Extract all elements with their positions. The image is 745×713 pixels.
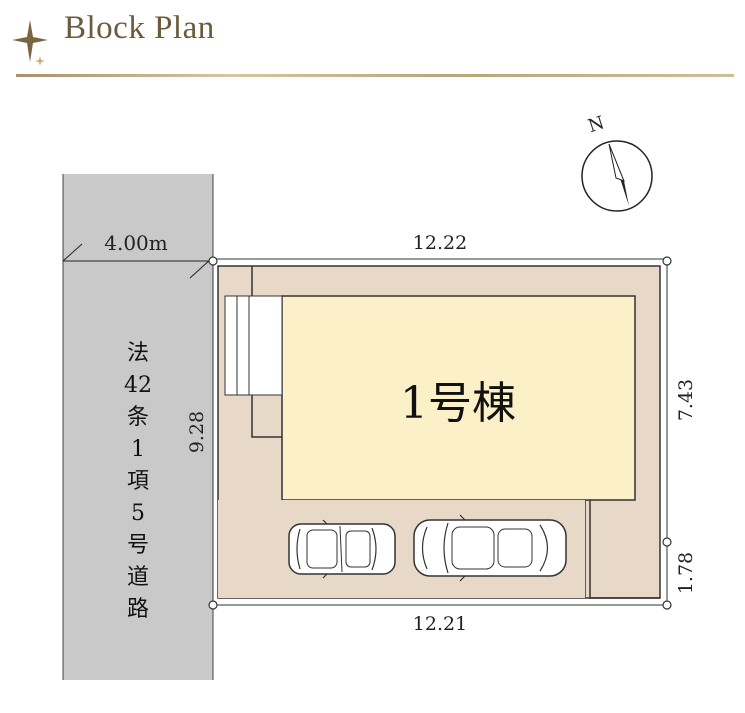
header: Block Plan <box>0 0 745 80</box>
compass-icon: N <box>581 112 653 212</box>
road-label-char: 1 <box>131 437 145 462</box>
dimension-right-upper: 7.43 <box>675 379 697 421</box>
dimension-left: 9.28 <box>186 411 208 453</box>
dimension-right-lower: 1.78 <box>675 552 697 594</box>
road-label-char: 条 <box>127 405 149 430</box>
road-label-char: 号 <box>127 533 149 558</box>
dimension-bottom: 12.21 <box>413 613 467 635</box>
entrance-step <box>224 295 283 396</box>
building <box>281 295 636 501</box>
car-icon <box>413 514 567 582</box>
page-title: Block Plan <box>64 10 215 46</box>
building-label: 1号棟 <box>400 378 516 429</box>
north-label: N <box>586 112 607 137</box>
road-label-char: 項 <box>127 469 149 494</box>
dimension-top: 12.22 <box>413 232 467 254</box>
header-divider <box>16 74 734 77</box>
road-width-label: 4.00m <box>104 231 168 255</box>
road <box>63 174 213 680</box>
road-label: 法 42 条 1 項 5 号 道 路 <box>124 341 152 622</box>
car-icon <box>288 519 396 579</box>
corner-markers <box>208 256 672 610</box>
sparkle-icon <box>12 20 48 66</box>
road-label-char: 5 <box>131 501 145 526</box>
road-label-char: 道 <box>127 565 149 590</box>
road-label-char: 法 <box>127 341 149 366</box>
road-label-char: 路 <box>127 597 149 622</box>
road-label-char: 42 <box>124 373 152 398</box>
